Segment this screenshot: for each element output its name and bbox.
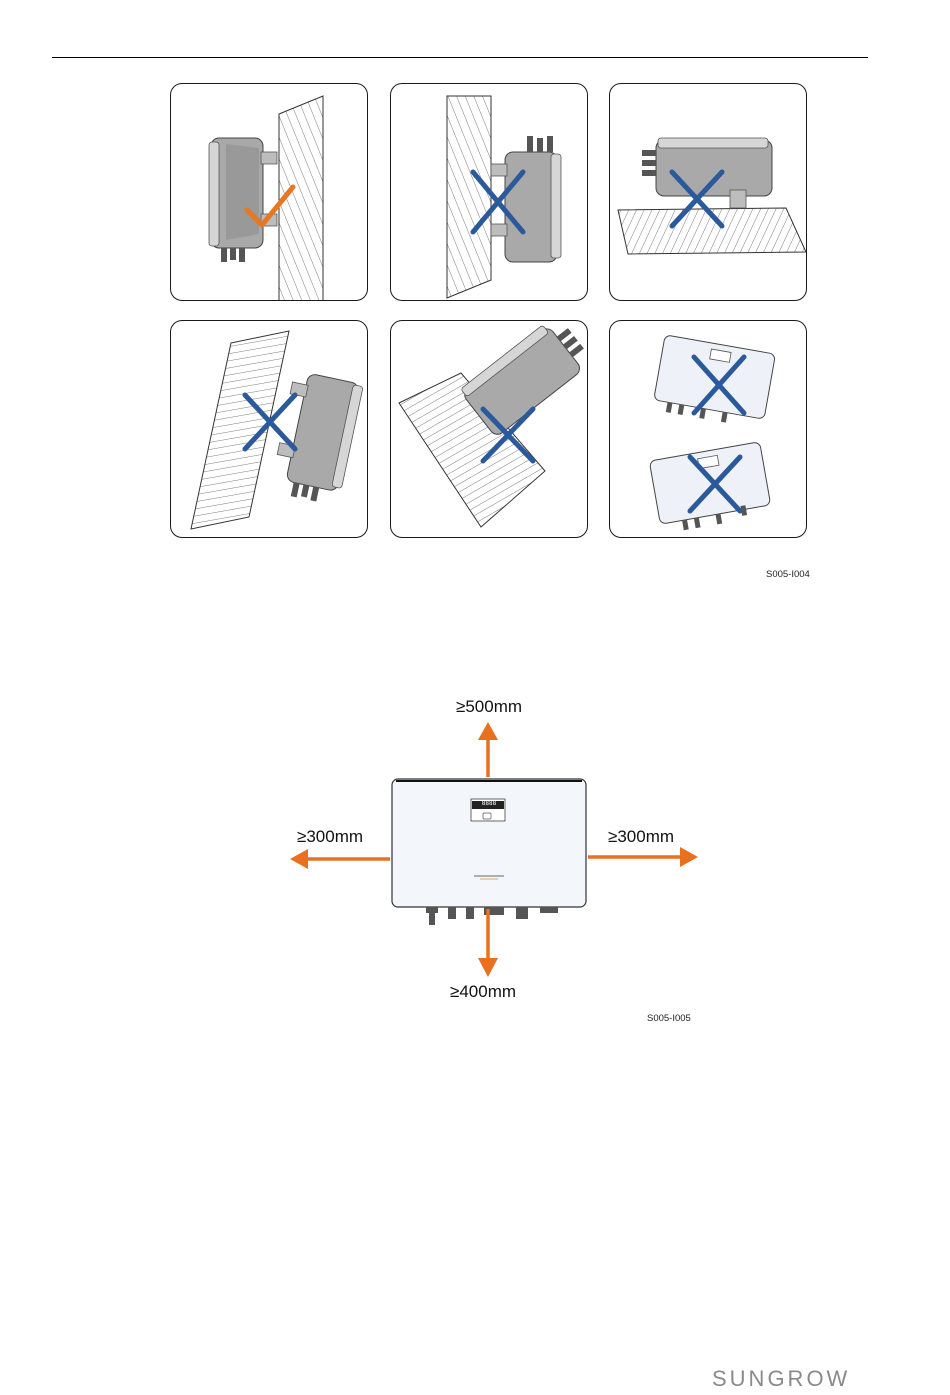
figure-code: S005-I005 xyxy=(647,1013,691,1024)
clearance-left-label: ≥300mm xyxy=(297,827,363,847)
inverter-front xyxy=(392,779,586,907)
lcd-display-text: 8888 xyxy=(474,800,504,808)
figure-code: S005-I004 xyxy=(766,569,810,580)
clearance-right-label: ≥300mm xyxy=(608,827,674,847)
panel-horizontal-floor-wrong xyxy=(609,83,807,301)
clearance-top-label: ≥500mm xyxy=(456,697,522,717)
header-rule xyxy=(52,57,868,58)
panel-backward-tilt-wrong xyxy=(390,320,588,538)
panel-lying-flat-wrong xyxy=(609,320,807,538)
bottom-connectors xyxy=(426,907,558,925)
panel-upside-down-wrong xyxy=(390,83,588,301)
clearance-diagram xyxy=(280,715,710,985)
panel-forward-tilt-wrong xyxy=(170,320,368,538)
inverter-side-view xyxy=(209,138,277,262)
panel-vertical-wall-correct xyxy=(170,83,368,301)
clearance-bottom-label: ≥400mm xyxy=(450,982,516,1002)
sungrow-logo: SUNGROW xyxy=(712,1366,850,1392)
